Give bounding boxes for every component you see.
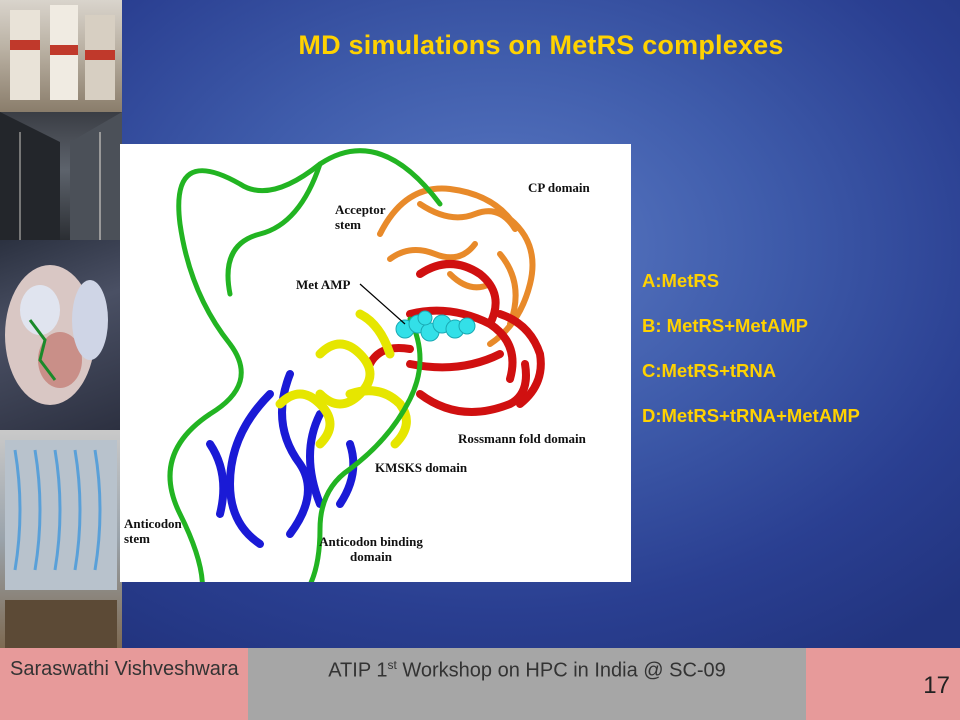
label-kmsks-domain: KMSKS domain	[375, 460, 468, 475]
slide-footer: Saraswathi Vishveshwara ATIP 1st Worksho…	[0, 648, 960, 720]
server-aisle-photo	[0, 112, 122, 240]
label-anticodon-stem: Anticodon stem	[124, 516, 182, 546]
met-amp-ligand	[395, 310, 476, 342]
legend-item-c: C:MetRS+tRNA	[642, 360, 777, 381]
datacenter-photo	[0, 0, 122, 112]
slide-title: MD simulations on MetRS complexes	[298, 30, 784, 60]
footer-event: ATIP 1st Workshop on HPC in India @ SC-0…	[248, 648, 806, 720]
label-anticodon-binding: Anticodon binding domain	[319, 534, 423, 564]
left-photo-strip	[0, 0, 122, 648]
metrs-structure-figure: Acceptor stem CP domain Met AMP Rossmann…	[120, 144, 631, 582]
kmsks-domain-ribbon	[275, 309, 411, 449]
legend-item-d: D:MetRS+tRNA+MetAMP	[642, 405, 860, 426]
footer-event-prefix: ATIP 1	[328, 659, 388, 682]
footer-author: Saraswathi Vishveshwara	[0, 648, 248, 720]
legend-item-a: A:MetRS	[642, 270, 720, 291]
met-amp-pointer	[359, 283, 406, 325]
footer-event-suffix: Workshop on HPC in India @ SC-09	[396, 659, 726, 682]
cluster-cabling-photo	[0, 430, 122, 648]
label-met-amp: Met AMP	[296, 277, 351, 292]
label-acceptor-stem: Acceptor stem	[335, 202, 386, 232]
legend-item-b: B: MetRS+MetAMP	[642, 315, 808, 336]
footer-event-sup: st	[387, 658, 397, 672]
molecular-surface-photo	[0, 240, 122, 430]
label-rossmann-fold: Rossmann fold domain	[458, 431, 586, 446]
protein-ribbon-diagram	[167, 148, 545, 582]
trna-backbone	[167, 148, 443, 582]
label-cp-domain: CP domain	[528, 180, 590, 195]
complex-legend: A:MetRS B: MetRS+MetAMP C:MetRS+tRNA D:M…	[642, 270, 860, 450]
page-number: 17	[806, 648, 960, 720]
